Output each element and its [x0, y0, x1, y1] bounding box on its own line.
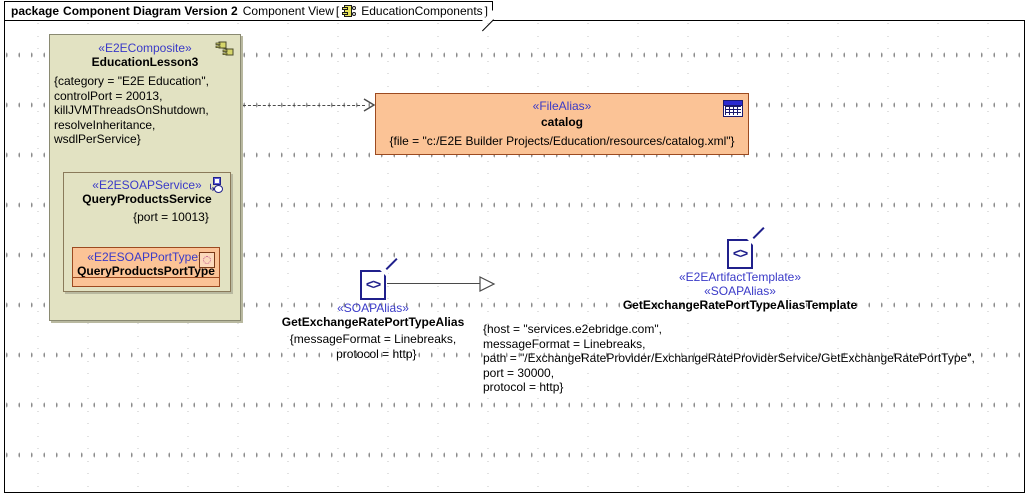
dependency-arrowhead [363, 98, 376, 112]
document-code-icon-artifact-template[interactable]: <> [727, 226, 765, 269]
porttype-name: QueryProductsPortType [77, 264, 215, 278]
composite-stereotype: «E2EComposite» [98, 41, 192, 55]
soapalias-stereotype: «SOAPAlias» [337, 301, 409, 315]
template-properties: {host = "services.e2ebridge.com", messag… [483, 322, 975, 394]
label-soap-alias: «SOAPAlias» GetExchangeRatePortTypeAlias… [273, 301, 473, 361]
template-stereotype-1: «E2EArtifactTemplate» [678, 270, 802, 284]
bracket-open: [ [335, 4, 340, 18]
service-name: QueryProductsService [82, 192, 212, 206]
soapalias-properties: {messageFormat = Linebreaks, protocol = … [289, 332, 457, 361]
catalog-file-property: {file = "c:/E2E Builder Projects/Educati… [389, 134, 735, 148]
porttype-compartment-separator [73, 277, 219, 278]
component-query-products-port-type[interactable]: «E2ESOAPPortType» QueryProductsPortType [72, 247, 220, 287]
porttype-stereotype: «E2ESOAPPortType» [87, 250, 205, 264]
catalog-stereotype: «FileAlias» [532, 99, 592, 113]
template-stereotype-2: «SOAPAlias» [704, 284, 776, 298]
dependency-line [243, 105, 365, 106]
catalog-name: catalog [540, 115, 583, 129]
package-keyword: package [11, 4, 60, 18]
composite-properties: {category = "E2E Education", controlPort… [54, 74, 209, 146]
composite-assembly-icon [215, 40, 235, 58]
document-code-icon-soap-alias[interactable]: <> [360, 257, 398, 300]
package-name: EducationComponents [361, 4, 483, 18]
component-education-lesson3[interactable]: «E2EComposite» EducationLesson3 {categor… [49, 34, 241, 321]
service-stereotype: «E2ESOAPService» [92, 178, 202, 192]
soapalias-name: GetExchangeRatePortTypeAlias [281, 315, 465, 329]
component-catalog-file-alias[interactable]: «FileAlias» catalog {file = "c:/E2E Buil… [375, 93, 749, 155]
service-port-property: {port = 10013} [133, 210, 209, 224]
realization-arrowhead [479, 276, 496, 292]
soap-service-icon: ↳ [208, 177, 225, 194]
xml-file-icon [723, 100, 743, 117]
label-artifact-template: «E2EArtifactTemplate» «SOAPAlias» GetExc… [620, 270, 860, 313]
corner-cut [482, 10, 494, 21]
package-view-label: Component View [242, 4, 334, 18]
composite-name: EducationLesson3 [91, 55, 199, 69]
package-title: Component Diagram Version 2 [63, 4, 238, 18]
component-view-icon [342, 5, 357, 17]
port-type-interface-icon [199, 252, 215, 268]
package-header: package Component Diagram Version 2 Comp… [4, 1, 495, 32]
diagram-body: «E2EComposite» EducationLesson3 {categor… [4, 20, 1025, 493]
realization-line [387, 283, 481, 284]
template-name: GetExchangeRatePortTypeAliasTemplate [622, 298, 858, 312]
component-query-products-service[interactable]: ↳ «E2ESOAPService» QueryProductsService … [63, 172, 231, 292]
